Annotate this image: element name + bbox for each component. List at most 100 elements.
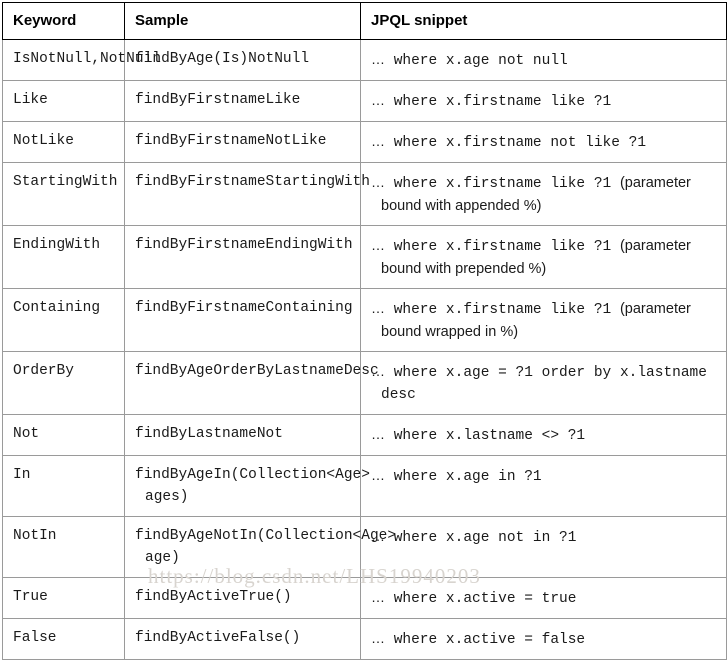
cell-sample: findByFirstnameStartingWith — [124, 162, 370, 226]
keyword-text: True — [13, 589, 48, 605]
sample-continuation-text: ages) — [145, 489, 189, 505]
ellipsis-prefix: … — [371, 92, 385, 108]
keyword-text: Not — [13, 426, 40, 442]
sample-text: findByAgeNotIn(Collection<Age> age) — [125, 517, 396, 577]
sample-text: findByAge(Is)NotNull — [135, 51, 310, 67]
jpql-text: … where x.age = ?1 order by x.lastname de… — [361, 352, 726, 414]
ellipsis-prefix: … — [371, 363, 385, 379]
cell-jpql: … where x.firstname like ?1 (parameter bo… — [360, 288, 727, 352]
ellipsis-prefix: … — [371, 300, 385, 316]
keyword-text: Like — [13, 92, 48, 108]
jpql-snippet-text: where x.lastname <> ?1 — [385, 428, 586, 444]
jpql-text: … where x.firstname like ?1 — [361, 81, 726, 121]
keyword-text: EndingWith — [13, 237, 101, 253]
jpql-note-text: (parameter — [619, 175, 691, 191]
cell-jpql: … where x.age in ?1 — [360, 455, 727, 517]
cell-keyword: In — [2, 455, 125, 517]
table-row: Like findByFirstnameLike … where x.first… — [2, 80, 727, 122]
jpql-snippet-text: where x.firstname not like ?1 — [385, 135, 647, 151]
jpql-snippet-text: where x.age not null — [385, 53, 568, 69]
ellipsis-prefix: … — [371, 467, 385, 483]
jpql-snippet-text: where x.age in ?1 — [385, 469, 542, 485]
table-row: IsNotNull,NotNull findByAge(Is)NotNull …… — [2, 39, 727, 81]
cell-jpql: … where x.lastname <> ?1 — [360, 414, 727, 456]
cell-jpql: … where x.firstname not like ?1 — [360, 121, 727, 163]
keyword-text: IsNotNull,NotNull — [13, 51, 161, 67]
cell-sample: findByLastnameNot — [124, 414, 361, 456]
sample-text: findByFirstnameContaining — [135, 300, 353, 316]
ellipsis-prefix: … — [371, 133, 385, 149]
jpql-text: … where x.lastname <> ?1 — [361, 415, 726, 455]
cell-jpql: … where x.firstname like ?1 (parameter bo… — [360, 162, 727, 226]
cell-sample: findByActiveFalse() — [124, 618, 361, 660]
jpql-snippet-text: where x.firstname like ?1 — [385, 176, 620, 192]
table-row: NotIn findByAgeNotIn(Collection<Age> age)… — [2, 516, 727, 578]
cell-sample: findByFirstnameContaining — [124, 288, 361, 352]
cell-keyword: False — [2, 618, 125, 660]
sample-text: findByFirstnameLike — [135, 92, 301, 108]
table-header: Keyword Sample JPQL snippet — [2, 2, 727, 40]
cell-keyword: True — [2, 577, 125, 619]
ellipsis-prefix: … — [371, 174, 385, 190]
table-row: In findByAgeIn(Collection<Age> ages) … wh… — [2, 455, 727, 517]
keyword-text: NotLike — [13, 133, 74, 149]
jpql-snippet-text: where x.age not in ?1 — [385, 530, 577, 546]
cell-sample: findByFirstnameLike — [124, 80, 361, 122]
jpql-text: … where x.age not in ?1 — [361, 517, 726, 557]
jpql-snippet-text: where x.firstname like ?1 — [385, 239, 620, 255]
cell-jpql: … where x.active = true — [360, 577, 727, 619]
cell-keyword: IsNotNull,NotNull — [2, 39, 161, 81]
jpql-note-text: (parameter — [619, 301, 691, 317]
sample-text-line1: findByAgeIn(Collection<Age> — [135, 467, 370, 483]
cell-sample: findByFirstnameEndingWith — [124, 225, 361, 289]
column-header-keyword: Keyword — [2, 2, 125, 40]
column-header-sample-label: Sample — [135, 12, 189, 29]
table-row: Containing findByFirstnameContaining … w… — [2, 288, 727, 352]
column-header-keyword-label: Keyword — [13, 12, 77, 29]
jpql-snippet-text: where x.age = ?1 order by x.lastname — [385, 365, 707, 381]
cell-keyword: EndingWith — [2, 225, 125, 289]
jpql-text: … where x.active = true — [361, 578, 726, 618]
table-header-row: Keyword Sample JPQL snippet — [2, 2, 727, 40]
table-body: IsNotNull,NotNull findByAge(Is)NotNull …… — [2, 39, 727, 660]
cell-sample: findByFirstnameNotLike — [124, 121, 361, 163]
cell-sample: findByAge(Is)NotNull — [124, 39, 361, 81]
ellipsis-prefix: … — [371, 630, 385, 646]
table-row: StartingWith findByFirstnameStartingWith… — [2, 162, 727, 226]
cell-keyword: Like — [2, 80, 125, 122]
jpql-snippet-text: where x.active = false — [385, 632, 586, 648]
ellipsis-prefix: … — [371, 589, 385, 605]
sample-text: findByFirstnameStartingWith — [135, 174, 370, 190]
cell-keyword: Not — [2, 414, 125, 456]
table-row: OrderBy findByAgeOrderByLastnameDesc … w… — [2, 351, 727, 415]
jpql-continuation-text: bound with appended %) — [381, 198, 542, 214]
column-header-jpql-label: JPQL snippet — [371, 12, 468, 29]
cell-sample: findByAgeNotIn(Collection<Age> age) — [124, 516, 396, 578]
jpql-continuation-text: bound wrapped in %) — [381, 324, 519, 340]
sample-continuation-text: age) — [145, 550, 180, 566]
cell-jpql: … where x.age not null — [360, 39, 727, 81]
cell-jpql: … where x.firstname like ?1 — [360, 80, 727, 122]
sample-text: findByFirstnameEndingWith — [135, 237, 353, 253]
cell-jpql: … where x.age = ?1 order by x.lastname de… — [360, 351, 727, 415]
column-header-jpql: JPQL snippet — [360, 2, 727, 40]
sample-text: findByActiveFalse() — [135, 630, 301, 646]
cell-jpql: … where x.active = false — [360, 618, 727, 660]
sample-text-line1: findByAgeNotIn(Collection<Age> — [135, 528, 397, 544]
column-header-sample: Sample — [124, 2, 361, 40]
jpql-continuation-text: bound with prepended %) — [381, 261, 547, 277]
sample-text: findByLastnameNot — [135, 426, 283, 442]
jpql-text: … where x.firstname like ?1 (parameter bo… — [361, 289, 726, 351]
cell-sample: findByAgeIn(Collection<Age> ages) — [124, 455, 370, 517]
jpql-snippet-text: where x.firstname like ?1 — [385, 302, 620, 318]
keyword-text: NotIn — [13, 528, 57, 544]
jpql-text: … where x.active = false — [361, 619, 726, 659]
cell-keyword: OrderBy — [2, 351, 125, 415]
ellipsis-prefix: … — [371, 51, 385, 67]
sample-text: findByFirstnameNotLike — [135, 133, 327, 149]
jpql-continuation-text: desc — [381, 387, 416, 403]
